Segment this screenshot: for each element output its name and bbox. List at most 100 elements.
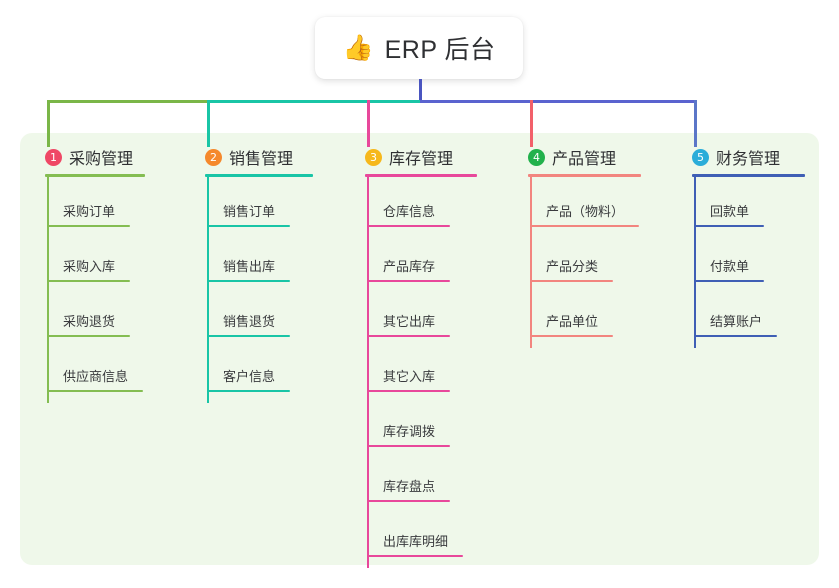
branch-header-underline-1 [45, 174, 145, 177]
leaf-node-underline [367, 335, 450, 337]
branch-spine-3 [367, 177, 369, 568]
leaf-node[interactable]: 库存盘点 [367, 476, 450, 502]
branch-header-underline-3 [365, 174, 477, 177]
branch-column-3: 3 库存管理 [365, 146, 477, 177]
leaf-node-underline [367, 280, 450, 282]
branch-title-2: 销售管理 [229, 151, 294, 168]
leaf-node-underline [367, 390, 450, 392]
leaf-node-underline [207, 225, 290, 227]
leaf-node[interactable]: 销售出库 [207, 256, 290, 282]
leaf-node-underline [694, 280, 764, 282]
branch-header-underline-4 [528, 174, 641, 177]
leaf-node-label: 其它入库 [383, 369, 436, 384]
connector-hbar-segment-1 [47, 100, 207, 103]
leaf-node-underline [47, 390, 143, 392]
leaf-node[interactable]: 采购订单 [47, 201, 130, 227]
leaf-node-underline [367, 445, 450, 447]
branch-header-underline-2 [205, 174, 313, 177]
branch-number-badge-4: 4 [528, 148, 545, 166]
leaf-node[interactable]: 采购入库 [47, 256, 130, 282]
leaf-node[interactable]: 仓库信息 [367, 201, 450, 227]
root-node-label: ERP 后台 [384, 36, 496, 64]
leaf-node-label: 销售出库 [223, 259, 276, 274]
leaf-node-underline [47, 335, 130, 337]
connector-hbar-segment-3 [420, 100, 696, 103]
branch-title-3: 库存管理 [389, 151, 454, 168]
leaf-node-label: 供应商信息 [63, 369, 129, 384]
leaf-node[interactable]: 产品分类 [530, 256, 613, 282]
leaf-node-label: 采购订单 [63, 204, 116, 219]
leaf-node[interactable]: 付款单 [694, 256, 764, 282]
leaf-node-underline [47, 280, 130, 282]
leaf-node-label: 采购退货 [63, 314, 116, 329]
thumbs-up-icon: 👍 [342, 33, 374, 62]
branch-number-badge-3: 3 [365, 148, 382, 166]
leaf-node[interactable]: 销售订单 [207, 201, 290, 227]
connector-stub-2 [207, 100, 210, 147]
leaf-node[interactable]: 客户信息 [207, 366, 290, 392]
connector-stub-1 [47, 100, 50, 147]
leaf-node[interactable]: 供应商信息 [47, 366, 143, 392]
leaf-node[interactable]: 产品（物料） [530, 201, 639, 227]
leaf-node-underline [694, 335, 777, 337]
branch-number-badge-1: 1 [45, 148, 62, 166]
branch-spine-5 [694, 177, 696, 348]
leaf-node-underline [207, 335, 290, 337]
branch-header-1[interactable]: 1 采购管理 [45, 146, 145, 168]
leaf-node-label: 销售退货 [223, 314, 276, 329]
leaf-node-underline [367, 500, 450, 502]
leaf-node-label: 付款单 [710, 259, 750, 274]
leaf-node-label: 库存盘点 [383, 479, 436, 494]
connector-trunk [419, 79, 422, 103]
connector-stub-5 [694, 100, 697, 147]
leaf-node[interactable]: 回款单 [694, 201, 764, 227]
leaf-node[interactable]: 产品单位 [530, 311, 613, 337]
branch-header-4[interactable]: 4 产品管理 [528, 146, 641, 168]
leaf-node-label: 产品库存 [383, 259, 436, 274]
connector-hbar-segment-2 [207, 100, 420, 103]
leaf-node-underline [367, 555, 463, 557]
connector-stub-3 [367, 100, 370, 147]
leaf-node-label: 客户信息 [223, 369, 276, 384]
leaf-node-underline [530, 280, 613, 282]
leaf-node[interactable]: 结算账户 [694, 311, 777, 337]
branch-header-3[interactable]: 3 库存管理 [365, 146, 477, 168]
branch-header-2[interactable]: 2 销售管理 [205, 146, 313, 168]
leaf-node[interactable]: 其它入库 [367, 366, 450, 392]
leaf-node-underline [530, 335, 613, 337]
branch-title-1: 采购管理 [69, 151, 134, 168]
leaf-node-label: 回款单 [710, 204, 750, 219]
leaf-node[interactable]: 采购退货 [47, 311, 130, 337]
branch-column-1: 1 采购管理 [45, 146, 145, 177]
leaf-node[interactable]: 其它出库 [367, 311, 450, 337]
root-node-content: 👍 ERP 后台 [342, 30, 495, 66]
leaf-node-underline [367, 225, 450, 227]
branch-title-4: 产品管理 [552, 151, 617, 168]
branch-number-badge-5: 5 [692, 148, 709, 166]
leaf-node[interactable]: 销售退货 [207, 311, 290, 337]
leaf-node-label: 产品单位 [546, 314, 599, 329]
leaf-node-underline [207, 280, 290, 282]
leaf-node-label: 结算账户 [710, 314, 763, 329]
leaf-node-label: 销售订单 [223, 204, 276, 219]
leaf-node-underline [530, 225, 639, 227]
branch-spine-2 [207, 177, 209, 403]
branch-spine-4 [530, 177, 532, 348]
leaf-node-label: 其它出库 [383, 314, 436, 329]
leaf-node-label: 出库库明细 [383, 534, 449, 549]
leaf-node[interactable]: 产品库存 [367, 256, 450, 282]
leaf-node-label: 仓库信息 [383, 204, 436, 219]
branch-column-4: 4 产品管理 [528, 146, 641, 177]
leaf-node-underline [694, 225, 764, 227]
branch-column-2: 2 销售管理 [205, 146, 313, 177]
leaf-node[interactable]: 出库库明细 [367, 531, 463, 557]
branch-header-underline-5 [692, 174, 805, 177]
leaf-node[interactable]: 库存调拨 [367, 421, 450, 447]
branch-number-badge-2: 2 [205, 148, 222, 166]
leaf-node-label: 产品分类 [546, 259, 599, 274]
root-node-erp-backend[interactable]: 👍 ERP 后台 [315, 17, 523, 79]
diagram-panel [20, 133, 819, 565]
